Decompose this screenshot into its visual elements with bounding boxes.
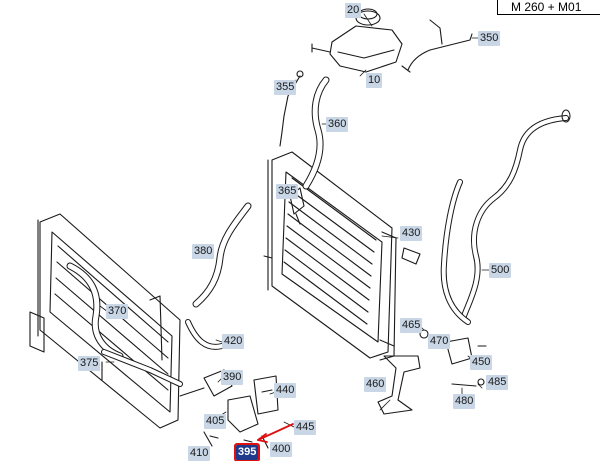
callout-390[interactable]: 390: [221, 370, 244, 385]
expansion-tank: [311, 8, 403, 73]
callout-400[interactable]: 400: [270, 442, 293, 457]
callout-10[interactable]: 10: [366, 73, 383, 88]
callout-445[interactable]: 445: [294, 420, 317, 435]
callout-500[interactable]: 500: [489, 263, 512, 278]
callout-360[interactable]: 360: [326, 117, 349, 132]
callout-395-selected[interactable]: 395: [233, 443, 261, 461]
main-radiator: [263, 151, 397, 361]
selection-arrow: [257, 423, 294, 443]
callout-485[interactable]: 485: [486, 375, 509, 390]
model-code: M 260 + M01: [497, 0, 600, 15]
condenser: [29, 213, 181, 429]
callout-365[interactable]: 365: [276, 184, 299, 199]
callout-380[interactable]: 380: [192, 244, 215, 259]
callout-410[interactable]: 410: [188, 446, 211, 461]
callout-370[interactable]: 370: [106, 304, 129, 319]
callout-430[interactable]: 430: [400, 226, 423, 241]
callout-465[interactable]: 465: [400, 318, 423, 333]
callout-355[interactable]: 355: [274, 80, 297, 95]
callout-375[interactable]: 375: [78, 356, 101, 371]
callout-420[interactable]: 420: [222, 334, 245, 349]
callout-20[interactable]: 20: [345, 3, 362, 18]
callout-470[interactable]: 470: [428, 334, 451, 349]
callout-440[interactable]: 440: [274, 383, 297, 398]
callout-450[interactable]: 450: [470, 355, 493, 370]
hose-350: [407, 33, 473, 71]
callout-405[interactable]: 405: [204, 414, 227, 429]
callout-480[interactable]: 480: [453, 394, 476, 409]
callout-350[interactable]: 350: [478, 31, 501, 46]
callout-460[interactable]: 460: [364, 377, 387, 392]
